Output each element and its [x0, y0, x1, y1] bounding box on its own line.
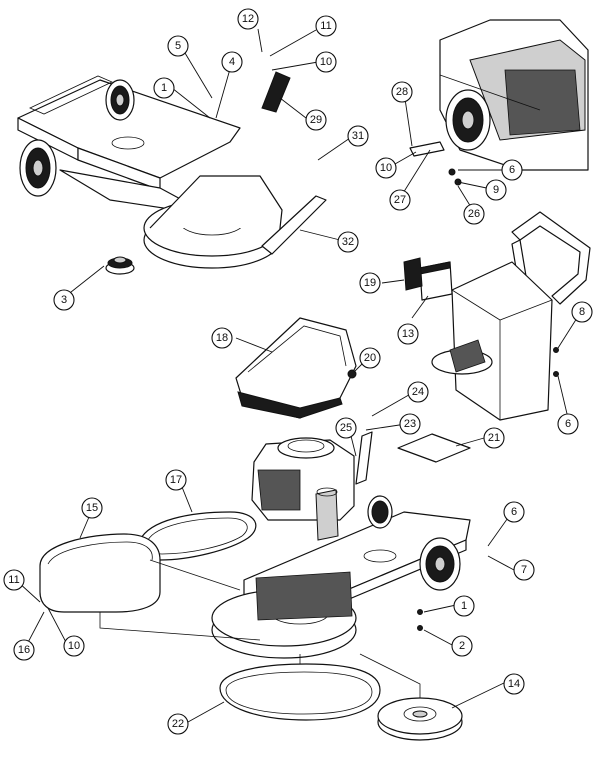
svg-text:1: 1 [461, 600, 467, 612]
svg-text:32: 32 [342, 236, 354, 248]
svg-text:28: 28 [396, 86, 408, 98]
callout-10: 10 [315, 51, 337, 73]
callout-9: 9 [485, 179, 507, 201]
svg-text:19: 19 [364, 277, 376, 289]
pad-driver-part [377, 697, 463, 741]
svg-text:6: 6 [511, 506, 517, 518]
svg-text:6: 6 [565, 418, 571, 430]
svg-text:10: 10 [68, 640, 80, 652]
fuel-line-part [355, 431, 373, 485]
callout-2: 2 [451, 635, 473, 657]
leader-lines [17, 28, 578, 723]
pulley-part [105, 256, 135, 275]
svg-text:17: 17 [170, 474, 182, 486]
callout-14: 14 [503, 673, 525, 695]
svg-text:3: 3 [61, 294, 67, 306]
engine-detail-inset [439, 19, 589, 171]
svg-text:5: 5 [175, 40, 181, 52]
deck-frame-assembly [17, 75, 327, 269]
svg-text:14: 14 [508, 678, 520, 690]
svg-text:18: 18 [216, 332, 228, 344]
svg-text:23: 23 [404, 418, 416, 430]
callout-8: 8 [571, 301, 593, 323]
callout-7: 7 [513, 559, 535, 581]
callout-1: 1 [153, 77, 175, 99]
callout-12: 12 [237, 8, 259, 30]
callout-16: 16 [13, 639, 35, 661]
svg-text:15: 15 [86, 502, 98, 514]
callout-23: 23 [399, 413, 421, 435]
callout-13: 13 [397, 323, 419, 345]
callout-28: 28 [391, 81, 413, 103]
svg-text:22: 22 [172, 718, 184, 730]
callout-18: 18 [211, 327, 233, 349]
engine-cover [235, 317, 357, 419]
callout-26: 26 [463, 203, 485, 225]
callout-25: 25 [335, 417, 357, 439]
svg-text:21: 21 [488, 432, 500, 444]
svg-text:20: 20 [364, 352, 376, 364]
callout-10: 10 [375, 157, 397, 179]
svg-text:26: 26 [468, 208, 480, 220]
plate-part [397, 433, 471, 463]
callout-31: 31 [347, 125, 369, 147]
main-chassis-assembly [211, 495, 471, 659]
callout-6: 6 [501, 159, 523, 181]
callout-6: 6 [503, 501, 525, 523]
handle-battery-assembly [403, 211, 591, 421]
svg-text:6: 6 [509, 164, 515, 176]
callout-17: 17 [165, 469, 187, 491]
callout-10: 10 [63, 635, 85, 657]
svg-text:2: 2 [459, 640, 465, 652]
callout-3: 3 [53, 289, 75, 311]
callout-27: 27 [389, 189, 411, 211]
engine-part [251, 437, 355, 541]
callout-11: 11 [315, 15, 337, 37]
svg-text:24: 24 [412, 386, 424, 398]
svg-text:8: 8 [579, 306, 585, 318]
svg-text:12: 12 [242, 13, 254, 25]
fastener-cluster [409, 141, 462, 186]
svg-text:4: 4 [229, 56, 235, 68]
svg-text:7: 7 [521, 564, 527, 576]
svg-text:11: 11 [8, 574, 19, 586]
callout-22: 22 [167, 713, 189, 735]
svg-text:11: 11 [320, 20, 331, 32]
svg-text:10: 10 [320, 56, 332, 68]
callout-20: 20 [359, 347, 381, 369]
callout-5: 5 [167, 35, 189, 57]
callout-21: 21 [483, 427, 505, 449]
callout-32: 32 [337, 231, 359, 253]
clip-part [261, 71, 291, 113]
skirt-band-part [219, 663, 381, 721]
svg-text:27: 27 [394, 194, 406, 206]
svg-text:29: 29 [310, 114, 322, 126]
svg-text:25: 25 [340, 422, 352, 434]
svg-text:10: 10 [380, 162, 392, 174]
svg-text:13: 13 [402, 328, 414, 340]
callout-15: 15 [81, 497, 103, 519]
svg-text:16: 16 [18, 644, 30, 656]
callout-19: 19 [359, 272, 381, 294]
callout-11: 11 [3, 569, 25, 591]
svg-text:9: 9 [493, 184, 499, 196]
callout-24: 24 [407, 381, 429, 403]
svg-text:1: 1 [161, 82, 167, 94]
callout-29: 29 [305, 109, 327, 131]
callout-4: 4 [221, 51, 243, 73]
callout-1: 1 [453, 595, 475, 617]
shroud-part [39, 533, 161, 613]
callout-6: 6 [557, 413, 579, 435]
svg-text:31: 31 [352, 130, 364, 142]
